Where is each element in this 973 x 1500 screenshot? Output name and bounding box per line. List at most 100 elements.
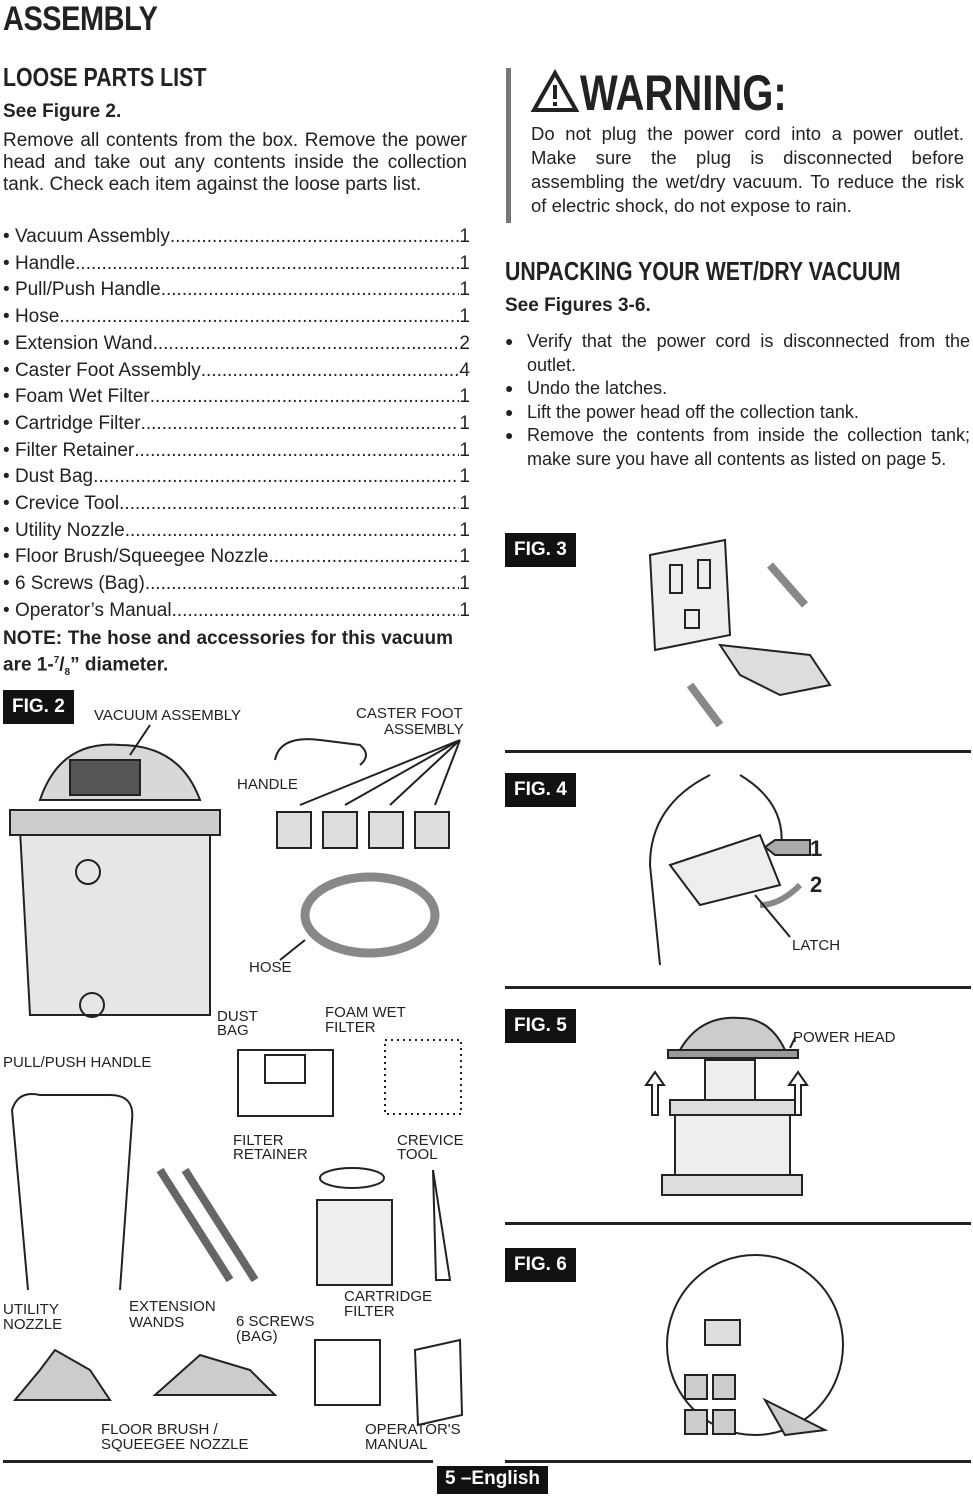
part-qty: 1 <box>459 306 470 328</box>
label-wands: WANDS <box>129 1314 185 1331</box>
label-extension: EXTENSION <box>129 1298 216 1315</box>
parts-list-item: • Handle1 <box>3 251 470 278</box>
parts-list-item: • Hose 1 <box>3 304 470 331</box>
see-figures-3-6: See Figures 3-6. <box>505 295 651 316</box>
bullet: ● <box>505 427 514 443</box>
parts-list-item: • Floor Brush/Squeegee Nozzle 1 <box>3 544 470 571</box>
part-qty: 1 <box>459 412 470 434</box>
label-cartridge-filter: FILTER <box>344 1303 395 1320</box>
part-qty: 1 <box>459 226 470 247</box>
bullet: • <box>3 466 15 488</box>
fig-4-latch-illustration <box>648 774 811 966</box>
bullet: • <box>3 439 15 461</box>
label-dust: DUST <box>217 1008 258 1025</box>
loose-parts-intro: Remove all contents from the box. Remove… <box>3 130 467 195</box>
part-name: Filter Retainer <box>14 439 135 461</box>
label-manual: MANUAL <box>365 1436 428 1453</box>
bullet: ● <box>505 380 514 396</box>
see-figure-2: See Figure 2. <box>3 101 122 122</box>
part-qty: 1 <box>459 493 470 515</box>
bullet: ● <box>505 403 514 420</box>
divider <box>505 986 971 989</box>
label-cartridge: CARTRIDGE <box>344 1288 433 1305</box>
bullet: • <box>3 252 15 274</box>
parts-list-item: • Extension Wand2 <box>3 331 470 358</box>
part-qty: 1 <box>459 573 470 595</box>
part-name: Floor Brush/Squeegee Nozzle <box>14 546 269 568</box>
part-qty: 4 <box>459 359 470 381</box>
step-text: Remove the contents from inside the coll… <box>527 425 970 469</box>
bullet: • <box>3 519 15 541</box>
part-name: Foam Wet Filter <box>14 386 150 408</box>
label-hose: HOSE <box>249 959 292 976</box>
bullet: • <box>3 412 15 434</box>
parts-list-item: • Vacuum Assembly1 <box>3 224 470 251</box>
warning-triangle-icon <box>530 68 580 112</box>
label-crevice: CREVICE <box>397 1132 464 1149</box>
diameter-note: NOTE: The hose and accessories for this … <box>3 628 453 679</box>
parts-list-item: • Foam Wet Filter1 <box>3 384 470 411</box>
bullet: • <box>3 493 15 515</box>
label-foam-filter: FILTER <box>325 1019 376 1036</box>
part-name: Pull/Push Handle <box>14 279 161 301</box>
footer-rule-left <box>3 1460 433 1463</box>
part-name: Utility Nozzle <box>14 519 125 541</box>
parts-list-item: • Filter Retainer1 <box>3 438 470 465</box>
fig-2-tag: FIG. 2 <box>3 690 74 724</box>
bullet: • <box>3 573 15 595</box>
label-foam: FOAM WET <box>325 1004 406 1021</box>
fig-5-tag: FIG. 5 <box>505 1009 576 1043</box>
bullet: • <box>3 306 15 328</box>
parts-list: • Vacuum Assembly1• Handle1• Pull/Push H… <box>3 224 470 625</box>
fig-6-tank-contents-illustration <box>666 1254 844 1437</box>
part-qty: 1 <box>459 279 470 301</box>
parts-list-item: • Pull/Push Handle 1 <box>3 277 470 304</box>
unpacking-step: ●Verify that the power cord is disconnec… <box>505 330 970 377</box>
step-text: Undo the latches. <box>527 378 668 398</box>
label-handle: HANDLE <box>237 776 298 793</box>
label-floor-brush: FLOOR BRUSH / <box>101 1421 218 1438</box>
fig-4-step-1: 1 <box>810 836 823 861</box>
footer-rule-right <box>505 1460 971 1463</box>
warning-text: Do not plug the power cord into a power … <box>531 123 964 216</box>
parts-list-item: • Utility Nozzle 1 <box>3 518 470 545</box>
parts-list-item: • Cartridge Filter1 <box>3 411 470 438</box>
label-6-screws: 6 SCREWS <box>236 1313 315 1330</box>
unpacking-step: ● Lift the power head off the collection … <box>505 401 970 425</box>
fig-3-outlet-plug-illustration <box>648 538 832 728</box>
label-vacuum-assembly: VACUUM ASSEMBLY <box>94 707 241 724</box>
part-name: Operator’s Manual <box>14 599 172 621</box>
bullet: • <box>3 279 15 301</box>
part-name: 6 Screws (Bag) <box>14 573 145 595</box>
label-caster-foot: CASTER FOOT <box>356 705 463 722</box>
part-qty: 1 <box>459 466 470 488</box>
unpacking-step: ● Undo the latches. <box>505 377 970 401</box>
part-name: Hose <box>14 306 60 328</box>
fig-5-power-head-illustration <box>644 1016 809 1196</box>
bullet: • <box>3 599 15 621</box>
parts-list-item: • Dust Bag1 <box>3 464 470 491</box>
parts-list-item: • Operator’s Manual1 <box>3 598 470 625</box>
part-name: Vacuum Assembly <box>14 226 170 247</box>
part-qty: 1 <box>459 519 470 541</box>
bullet: • <box>3 546 15 568</box>
unpacking-step: ● Remove the contents from inside the col… <box>505 424 970 471</box>
label-nozzle: NOZZLE <box>3 1316 63 1333</box>
part-name: Caster Foot Assembly <box>14 359 201 381</box>
part-name: Crevice Tool <box>14 493 120 515</box>
part-qty: 1 <box>459 546 470 568</box>
step-text: Lift the power head off the collection t… <box>527 401 859 422</box>
part-qty: 1 <box>459 386 470 408</box>
label-pull-push-handle: PULL/PUSH HANDLE <box>3 1054 152 1071</box>
unpacking-heading: UNPACKING YOUR WET/DRY VACUUM <box>505 256 901 286</box>
divider <box>505 750 971 753</box>
fig-3-tag: FIG. 3 <box>505 533 576 567</box>
label-latch: LATCH <box>792 937 841 954</box>
label-tool: TOOL <box>397 1146 438 1163</box>
warning-bar <box>506 68 511 223</box>
fig-6-tag: FIG. 6 <box>505 1248 576 1282</box>
label-screws-bag: (BAG) <box>236 1328 278 1345</box>
divider <box>505 1222 971 1225</box>
label-bag: BAG <box>217 1022 249 1039</box>
page-title: ASSEMBLY <box>3 0 158 38</box>
